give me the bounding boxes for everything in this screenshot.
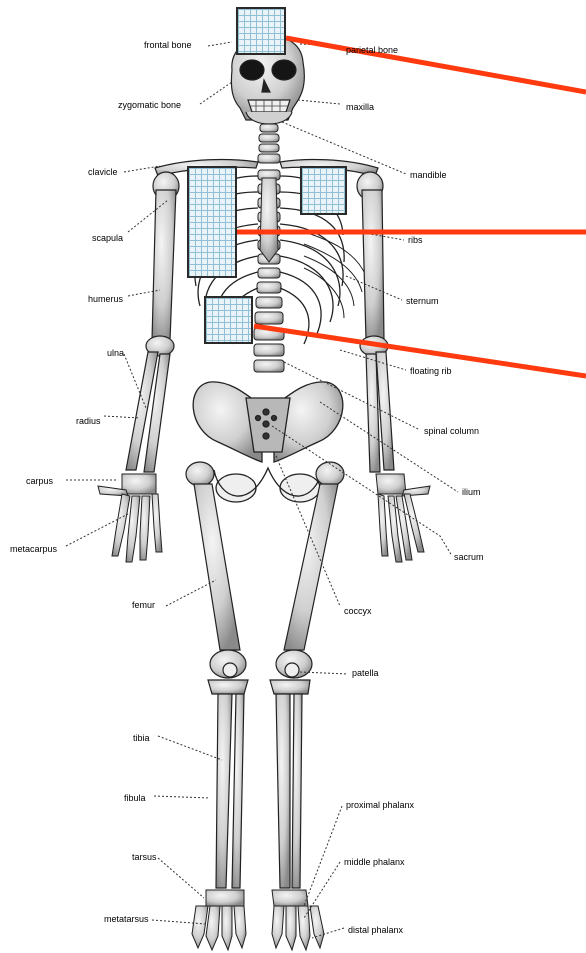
label-ulna: ulna — [107, 348, 124, 359]
label-occluder — [286, 40, 368, 62]
leader-maxilla — [298, 100, 340, 104]
sternum-bone — [260, 178, 278, 262]
label-patella: patella — [352, 668, 379, 679]
label-femur: femur — [132, 600, 155, 611]
leader-frontal-bone — [208, 42, 232, 46]
label-maxilla: maxilla — [346, 102, 374, 113]
label-proximal-phalanx: proximal phalanx — [346, 800, 414, 811]
label-scapula: scapula — [92, 233, 123, 244]
feet — [192, 890, 324, 950]
label-middle-phalanx: middle phalanx — [344, 857, 405, 868]
label-frontal-bone: frontal bone — [144, 40, 192, 51]
grid-box-right-shoulder — [300, 166, 347, 215]
label-distal-phalanx: distal phalanx — [348, 925, 403, 936]
label-metatarsus: metatarsus — [104, 914, 149, 925]
leader-proximal-phalanx — [304, 806, 342, 906]
leader-zygomatic-bone — [200, 82, 232, 104]
label-floating-rib: floating rib — [410, 366, 452, 377]
grid-box-head — [236, 7, 286, 55]
leader-femur — [166, 580, 216, 606]
label-mandible: mandible — [410, 170, 447, 181]
hands — [98, 474, 430, 562]
label-ilium: ilium — [462, 487, 481, 498]
label-tarsus: tarsus — [132, 852, 157, 863]
label-humerus: humerus — [88, 294, 123, 305]
label-spinal-column: spinal column — [424, 426, 479, 437]
label-sternum: sternum — [406, 296, 439, 307]
label-coccyx: coccyx — [344, 606, 372, 617]
label-ribs: ribs — [408, 235, 423, 246]
label-fibula: fibula — [124, 793, 146, 804]
label-carpus: carpus — [26, 476, 53, 487]
leader-radius — [104, 416, 140, 418]
grid-box-scapula — [187, 166, 237, 278]
leader-tarsus — [158, 858, 204, 898]
leader-middle-phalanx — [304, 862, 340, 918]
label-radius: radius — [76, 416, 101, 427]
label-metacarpus: metacarpus — [10, 544, 57, 555]
leader-fibula — [154, 796, 210, 798]
legs — [186, 462, 344, 888]
label-clavicle: clavicle — [88, 167, 118, 178]
label-tibia: tibia — [133, 733, 150, 744]
leader-clavicle — [124, 166, 160, 172]
leader-tibia — [158, 736, 222, 760]
label-zygomatic-bone: zygomatic bone — [118, 100, 181, 111]
grid-box-spine — [204, 296, 253, 344]
label-sacrum: sacrum — [454, 552, 484, 563]
